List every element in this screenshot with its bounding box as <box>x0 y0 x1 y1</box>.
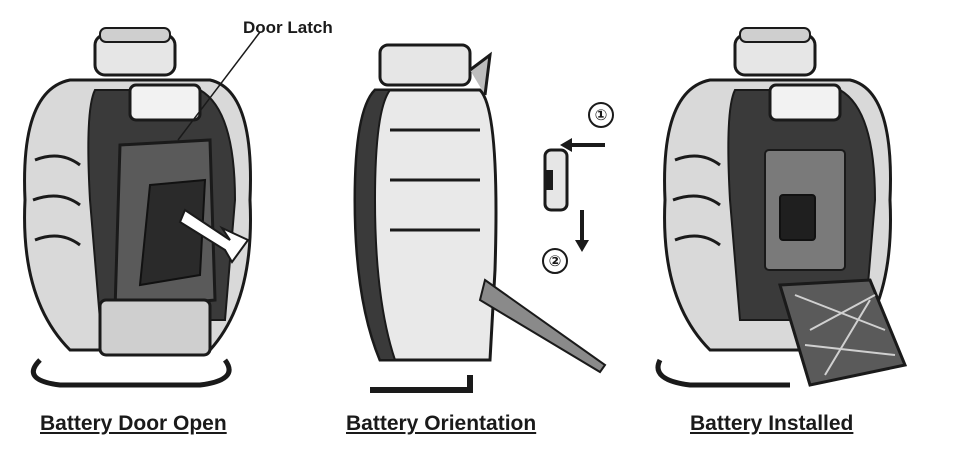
caption-battery-installed: Battery Installed <box>690 412 854 435</box>
panel-battery-installed: Battery Installed <box>640 0 963 463</box>
caption-battery-door-open: Battery Door Open <box>40 412 227 435</box>
door-latch-label: Door Latch <box>243 18 333 37</box>
sprayer-door-open-illustration <box>23 27 261 388</box>
step-1-marker: ① <box>588 102 614 128</box>
caption-battery-orientation: Battery Orientation <box>346 412 537 435</box>
sprayer-side-view-illustration <box>353 43 607 393</box>
sprayer-battery-installed-illustration <box>655 27 908 388</box>
step-2-marker: ② <box>542 248 568 274</box>
panel-battery-orientation: ① ② Battery Orientation <box>320 0 640 463</box>
panel-battery-door-open: Door Latch Battery Door Open <box>0 0 333 463</box>
